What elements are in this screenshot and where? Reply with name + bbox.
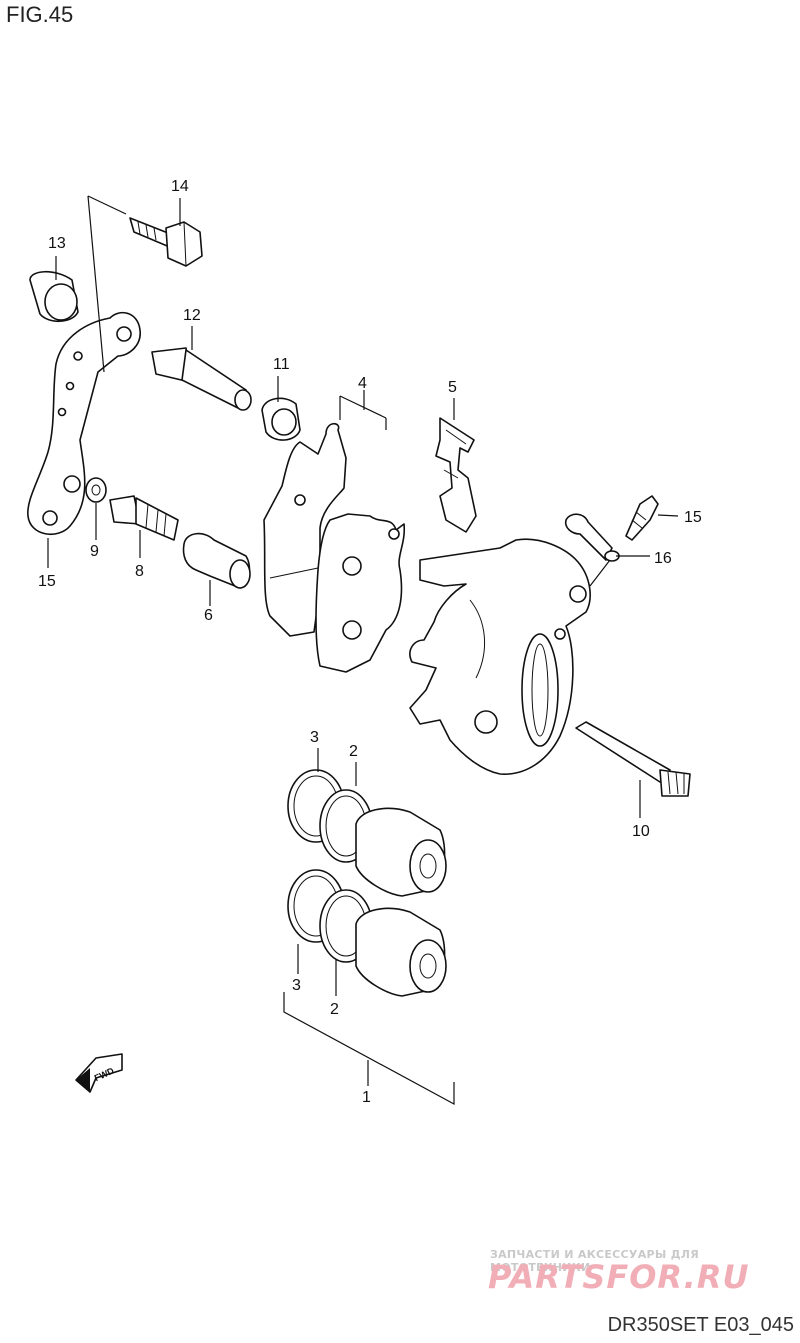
callout-10: 12 [183, 307, 201, 324]
part-4-brake-pad-outer [263, 422, 347, 637]
callout-16: 14 [171, 178, 189, 195]
callout-2-lower: 2 [330, 1001, 339, 1018]
part-8-washer [85, 477, 107, 503]
watermark-tagline: ЗАПЧАСТИ И АКСЕССУАРЫ ДЛЯ МОТОТЕХНИКИ [490, 1248, 700, 1274]
callout-3-upper: 3 [310, 729, 319, 746]
part-7-bolt [109, 495, 179, 541]
caliper-body [409, 538, 591, 775]
callout-4: 4 [358, 375, 367, 392]
callout-5: 5 [448, 379, 457, 396]
callout-12: 10 [632, 823, 650, 840]
callout-8: 9 [90, 543, 99, 560]
callout-7: 8 [135, 563, 144, 580]
assembly-bracket-1 [283, 992, 455, 1106]
callout-13: 15 [38, 573, 56, 590]
callout-labels: 14 13 12 11 4 5 15 9 16 8 15 6 3 2 10 3 … [38, 178, 702, 1106]
callout-11: 13 [48, 235, 66, 252]
part-5-pad-spring [435, 417, 477, 533]
part-12-pin [575, 721, 691, 797]
drawing-code: DR350SET E03_045 [607, 1314, 794, 1336]
callout-3-lower: 3 [292, 977, 301, 994]
part-11-collar [29, 270, 79, 323]
piston-set-lower [287, 869, 447, 997]
callout-6: 6 [204, 607, 213, 624]
part-9-boot [261, 397, 301, 441]
part-4-brake-pad-inner [315, 513, 406, 673]
callout-1: 1 [362, 1089, 371, 1106]
part-15-bleeder-cap [564, 513, 620, 562]
callout-14: 15 [684, 509, 702, 526]
leader-lines [47, 195, 679, 996]
fwd-direction-arrow: FWD [75, 1053, 123, 1093]
part-13-bracket [27, 311, 141, 535]
part-10-slide-pin [151, 347, 252, 411]
piston-set-upper [287, 769, 447, 897]
callout-2-upper: 2 [349, 743, 358, 760]
callout-15: 16 [654, 550, 672, 567]
part-16-bolt [129, 217, 203, 267]
callout-9: 11 [273, 356, 290, 373]
part-14-bleeder-screw [625, 495, 659, 541]
watermark-brand: PARTSFOR.RU [488, 1258, 750, 1296]
part-6-slide-pin [182, 532, 251, 589]
figure-title: FIG.45 [6, 2, 74, 27]
